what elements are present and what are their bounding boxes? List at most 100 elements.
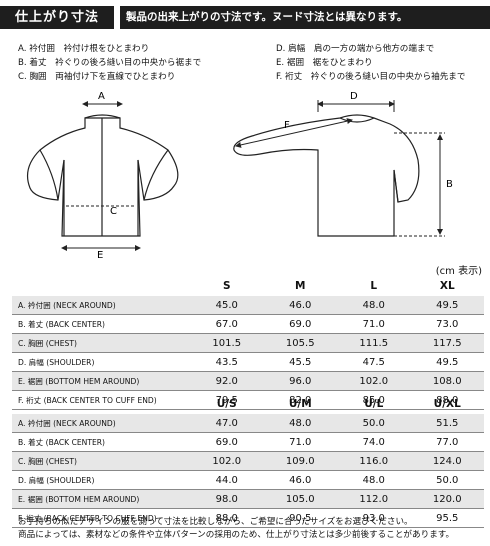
table-row: C. 胸囲 (CHEST) 102.0 109.0 116.0 124.0: [12, 451, 484, 471]
cell: 108.0: [410, 371, 484, 391]
cell: 49.5: [410, 352, 484, 372]
legend-item-b: B. 着丈 衿ぐりの後ろ縫い目の中央から裾まで: [18, 58, 202, 68]
cell: 45.0: [190, 296, 264, 315]
cell: 47.0: [190, 414, 264, 433]
row-label: F. 裄丈 (BACK CENTER TO CUFF END): [12, 390, 190, 410]
back-garment-outline: [233, 114, 420, 237]
cell: 48.0: [263, 414, 337, 433]
front-garment-outline: [27, 114, 179, 237]
page-title: 仕上がり寸法: [0, 6, 114, 29]
table-row: E. 裾囲 (BOTTOM HEM AROUND) 98.0 105.0 112…: [12, 489, 484, 509]
cell: 74.0: [337, 432, 411, 452]
legend-item-c: C. 胸囲 両袖付け下を直線でひとまわり: [18, 72, 176, 82]
footer-note-2: 商品によっては、素材などの条件や立体パターンの採用のため、仕上がり寸法とは多少前…: [18, 530, 455, 540]
cell: 109.0: [263, 451, 337, 471]
cell: 51.5: [410, 414, 484, 433]
size-col-m: M: [295, 280, 306, 292]
legend-item-d: D. 肩幅 肩の一方の端から他方の端まで: [276, 44, 435, 54]
cell: 98.0: [190, 489, 264, 509]
label-b: B: [446, 179, 453, 190]
cell: 47.5: [337, 352, 411, 372]
label-e: E: [97, 250, 103, 261]
cell: 69.0: [190, 432, 264, 452]
cell: 120.0: [410, 489, 484, 509]
cell: 95.5: [410, 508, 484, 528]
cell: 43.5: [190, 352, 264, 372]
legend-item-a: A. 衿付囲 衿付け根をひとまわり: [18, 44, 150, 54]
cell: 44.0: [190, 470, 264, 490]
cell: 111.5: [337, 333, 411, 353]
row-label: F. 裄丈 (BACK CENTER TO CUFF END): [12, 508, 190, 528]
table-header-row: S M L XL: [12, 276, 484, 296]
footer-notes: お手持ちの似たデザインの服を測って寸法を比較しながら、ご希望に合ったサイズをお選…: [18, 516, 454, 542]
table-row: D. 肩幅 (SHOULDER) 44.0 46.0 48.0 50.0: [12, 470, 484, 490]
legend-item-e: E. 裾囲 裾をひとまわり: [276, 58, 373, 68]
cell: 50.0: [337, 414, 411, 433]
row-label: D. 肩幅 (SHOULDER): [12, 470, 190, 490]
size-col-uxl: U/XL: [433, 398, 461, 410]
cell: 105.0: [263, 489, 337, 509]
cell: 45.5: [263, 352, 337, 372]
size-col-us: U/S: [216, 398, 237, 410]
table-row: A. 衿付囲 (NECK AROUND) 45.0 46.0 48.0 49.5: [12, 296, 484, 315]
cell: 46.0: [263, 470, 337, 490]
cell: 92.0: [190, 371, 264, 391]
size-col-xl: XL: [439, 280, 455, 292]
back-measure-lines: [235, 100, 445, 237]
cell: 93.0: [337, 508, 411, 528]
cell: 67.0: [190, 314, 264, 334]
size-col-um: U/M: [288, 398, 312, 410]
cell: 48.0: [337, 470, 411, 490]
cell: 69.0: [263, 314, 337, 334]
cell: 105.5: [263, 333, 337, 353]
cell: 49.5: [410, 296, 484, 315]
cell: 90.5: [263, 508, 337, 528]
table-header-row: U/S U/M U/L U/XL: [12, 394, 484, 414]
table-row: D. 肩幅 (SHOULDER) 43.5 45.5 47.5 49.5: [12, 352, 484, 372]
row-label: D. 肩幅 (SHOULDER): [12, 352, 190, 372]
cell: 116.0: [337, 451, 411, 471]
row-label: C. 胸囲 (CHEST): [12, 333, 190, 353]
cell: 50.0: [410, 470, 484, 490]
cell: 96.0: [263, 371, 337, 391]
cell: 102.0: [190, 451, 264, 471]
cell: 88.0: [410, 390, 484, 410]
size-col-s: S: [222, 280, 231, 292]
cell: 46.0: [263, 296, 337, 315]
size-col-ul: U/L: [364, 398, 384, 410]
cell: 117.5: [410, 333, 484, 353]
cell: 73.0: [410, 314, 484, 334]
row-label: B. 着丈 (BACK CENTER): [12, 432, 190, 452]
label-c: C: [110, 206, 117, 217]
garment-diagram: A C E D B F: [27, 91, 453, 261]
label-f: F: [284, 120, 290, 131]
cell: 48.0: [337, 296, 411, 315]
cell: 79.5: [190, 390, 264, 410]
row-label: C. 胸囲 (CHEST): [12, 451, 190, 471]
cell: 82.0: [263, 390, 337, 410]
cell: 112.0: [337, 489, 411, 509]
table-row: B. 着丈 (BACK CENTER) 69.0 71.0 74.0 77.0: [12, 432, 484, 452]
legend-item-f: F. 裄丈 衿ぐりの後ろ縫い目の中央から袖先まで: [276, 72, 466, 82]
label-a: A: [98, 91, 105, 102]
table-row: E. 裾囲 (BOTTOM HEM AROUND) 92.0 96.0 102.…: [12, 371, 484, 391]
cell: 77.0: [410, 432, 484, 452]
front-measure-lines: [61, 101, 141, 251]
footer-note-1: お手持ちの似たデザインの服を測って寸法を比較しながら、ご希望に合ったサイズをお選…: [18, 517, 413, 527]
row-label: E. 裾囲 (BOTTOM HEM AROUND): [12, 371, 190, 391]
cell: 102.0: [337, 371, 411, 391]
header-bar: 仕上がり寸法 製品の出来上がりの寸法です。ヌード寸法とは異なります。: [0, 6, 490, 29]
cell: 71.0: [337, 314, 411, 334]
label-d: D: [350, 91, 358, 102]
row-label: A. 衿付囲 (NECK AROUND): [12, 296, 190, 315]
cell: 85.0: [337, 390, 411, 410]
table-row: A. 衿付囲 (NECK AROUND) 47.0 48.0 50.0 51.5: [12, 414, 484, 433]
size-table-unisex: U/S U/M U/L U/XL A. 衿付囲 (NECK AROUND) 47…: [12, 394, 484, 528]
cell: 124.0: [410, 451, 484, 471]
cell: 101.5: [190, 333, 264, 353]
table-row: F. 裄丈 (BACK CENTER TO CUFF END) 79.5 82.…: [12, 390, 484, 410]
table-row: C. 胸囲 (CHEST) 101.5 105.5 111.5 117.5: [12, 333, 484, 353]
cell: 88.0: [190, 508, 264, 528]
unit-note: (cm 表示): [435, 266, 482, 277]
row-label: A. 衿付囲 (NECK AROUND): [12, 414, 190, 433]
